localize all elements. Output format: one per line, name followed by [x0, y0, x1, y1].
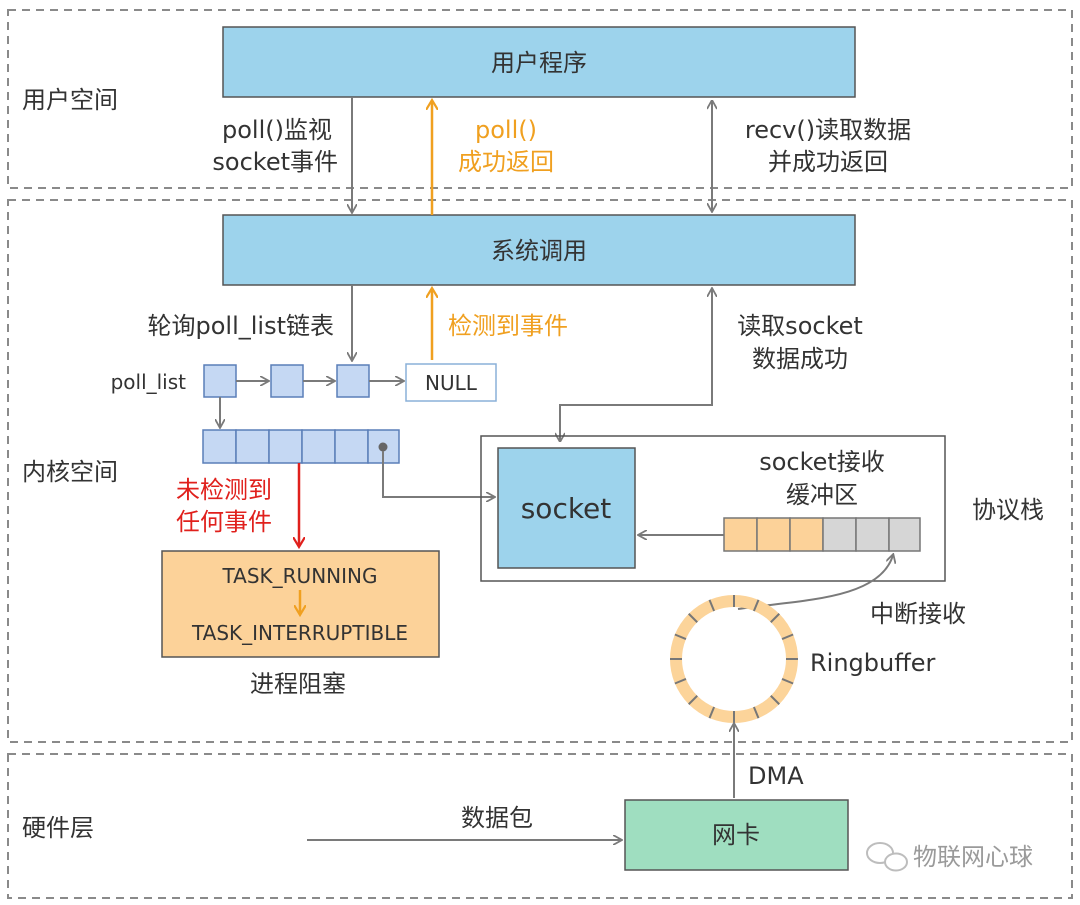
ring-tick	[708, 706, 716, 719]
user-program-box	[222, 26, 856, 98]
packet-label: 数据包	[461, 804, 533, 832]
no-event-line1: 未检测到	[176, 476, 272, 504]
user-program-label: 用户程序	[491, 49, 587, 77]
null-label: NULL	[425, 371, 478, 395]
traverse-label: 轮询poll_list链表	[147, 312, 334, 340]
poll-node-2	[270, 364, 304, 398]
dma-label: DMA	[748, 762, 804, 790]
interrupt-label: 中断接收	[870, 600, 966, 628]
recv-line1: recv()读取数据	[745, 116, 911, 144]
poll-return-line2: 成功返回	[458, 148, 554, 176]
null-node	[405, 363, 497, 402]
ring-tick	[674, 633, 687, 641]
kernel-space-label: 内核空间	[22, 458, 118, 486]
nic-box	[624, 799, 849, 871]
ringbuffer	[670, 595, 798, 723]
watermark-label: 物联网心球	[913, 843, 1033, 871]
hardware-label: 硬件层	[22, 814, 94, 842]
event-detected-label: 检测到事件	[448, 312, 568, 340]
recv-line2: 并成功返回	[768, 148, 888, 176]
read-socket-line1: 读取socket	[737, 312, 863, 340]
ringbuffer-label: Ringbuffer	[810, 649, 936, 677]
task-interruptible-label: TASK_INTERRUPTIBLE	[191, 621, 408, 645]
protocol-stack-label: 协议栈	[972, 496, 1044, 524]
ring-tick	[752, 706, 760, 719]
nic-label: 网卡	[712, 821, 760, 849]
read-socket-line2: 数据成功	[752, 345, 848, 373]
no-event-line2: 任何事件	[176, 508, 272, 536]
hardware-zone	[7, 753, 1073, 899]
ring-tick	[674, 677, 687, 685]
user-space-label: 用户空间	[22, 86, 118, 114]
wechat-icon	[866, 842, 908, 872]
pollfd-array	[202, 429, 400, 464]
poll-node-3	[336, 364, 370, 398]
ring-tick	[781, 677, 794, 685]
array-to-socket-arrow	[382, 451, 494, 497]
ring-tick	[752, 599, 760, 612]
ring-tick	[770, 613, 780, 623]
socket-box	[497, 447, 636, 569]
read-socket-path	[560, 289, 712, 441]
poll-monitor-line2: socket事件	[212, 148, 338, 176]
syscall-box	[222, 214, 856, 286]
process-blocked-label: 进程阻塞	[250, 670, 346, 698]
poll-list-label: poll_list	[111, 370, 187, 394]
user-space-zone	[7, 9, 1073, 189]
ring-tick	[770, 695, 780, 705]
kernel-space-zone	[7, 199, 1073, 743]
socket-label: socket	[521, 492, 612, 525]
recv-buffer-line2: 缓冲区	[786, 481, 858, 509]
task-running-label: TASK_RUNNING	[222, 564, 378, 588]
ring-tick	[708, 599, 716, 612]
ring-tick	[688, 613, 698, 623]
ring-tick	[688, 695, 698, 705]
syscall-label: 系统调用	[491, 237, 587, 265]
recv-buffer-line1: socket接收	[759, 448, 885, 476]
ring-tick	[781, 633, 794, 641]
poll-monitor-line1: poll()监视	[222, 116, 332, 144]
recv-buffer	[723, 517, 921, 552]
poll-return-line1: poll()	[475, 116, 537, 144]
protocol-stack-box	[480, 435, 946, 582]
poll-node-1	[203, 364, 237, 398]
